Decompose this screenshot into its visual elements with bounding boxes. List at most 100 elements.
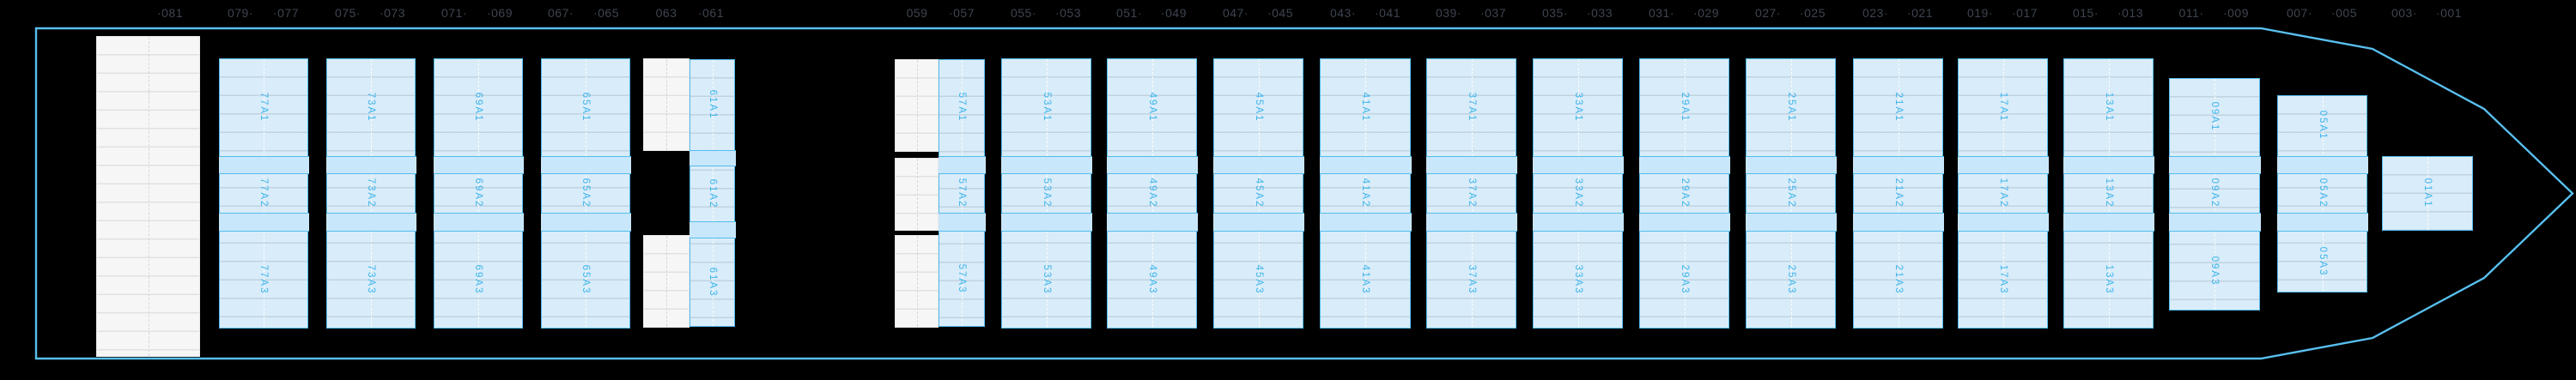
bay-33[interactable]: 33A1 33A2 33A3 <box>1532 58 1624 329</box>
bay-section-53A1[interactable]: 53A1 <box>1002 58 1091 156</box>
bay-section-49A2[interactable]: 49A2 <box>1108 174 1196 213</box>
bay-09-separator-band <box>2168 212 2261 232</box>
bay-section-77A1[interactable]: 77A1 <box>220 58 307 156</box>
bay-section-09A1[interactable]: 09A1 <box>2170 78 2259 156</box>
bay-section-69A3[interactable]: 69A3 <box>434 232 522 329</box>
empty-slot-segment-slot-059 <box>895 235 939 328</box>
bay-section-69A1[interactable]: 69A1 <box>434 58 522 156</box>
bay-section-09A3[interactable]: 09A3 <box>2170 232 2259 311</box>
superstructure-block <box>96 36 200 357</box>
bay-section-65A3[interactable]: 65A3 <box>542 232 629 329</box>
bay-05[interactable]: 05A1 05A2 05A3 <box>2276 95 2368 293</box>
bay-section-53A2[interactable]: 53A2 <box>1002 174 1091 213</box>
bay-01[interactable]: 01A1 <box>2382 156 2473 231</box>
ruler-label: 079· <box>227 6 254 20</box>
bay-25[interactable]: 25A1 25A2 25A3 <box>1745 58 1837 329</box>
bay-section-37A1[interactable]: 37A1 <box>1427 58 1516 156</box>
bay-section-73A3[interactable]: 73A3 <box>327 232 415 329</box>
bay-section-label-57A3: 57A3 <box>957 263 967 294</box>
bay-section-33A3[interactable]: 33A3 <box>1534 232 1622 329</box>
bay-29[interactable]: 29A1 29A2 29A3 <box>1638 58 1730 329</box>
bay-section-label-77A1: 77A1 <box>258 92 269 122</box>
bay-center-dash <box>1790 59 1792 328</box>
bay-section-17A1[interactable]: 17A1 <box>1959 58 2047 156</box>
bay-41[interactable]: 41A1 41A2 41A3 <box>1319 58 1412 329</box>
bay-section-01A1[interactable]: 01A1 <box>2383 156 2472 231</box>
bay-section-21A3[interactable]: 21A3 <box>1854 232 1942 329</box>
bay-21[interactable]: 21A1 21A2 21A3 <box>1852 58 1944 329</box>
bay-section-25A1[interactable]: 25A1 <box>1747 58 1835 156</box>
bay-45[interactable]: 45A1 45A2 45A3 <box>1212 58 1304 329</box>
bay-57[interactable]: 57A1 57A2 57A3 <box>938 59 986 327</box>
ruler-label: ·073 <box>379 6 406 20</box>
bay-section-33A1[interactable]: 33A1 <box>1534 58 1622 156</box>
bay-section-13A1[interactable]: 13A1 <box>2064 58 2153 156</box>
bay-section-25A2[interactable]: 25A2 <box>1747 174 1835 213</box>
bay-section-05A1[interactable]: 05A1 <box>2278 95 2366 156</box>
bay-section-41A1[interactable]: 41A1 <box>1321 58 1410 156</box>
bay-section-49A3[interactable]: 49A3 <box>1108 232 1196 329</box>
bay-section-77A2[interactable]: 77A2 <box>220 174 307 213</box>
bay-45-separator-band <box>1212 155 1304 174</box>
bay-section-29A3[interactable]: 29A3 <box>1640 232 1728 329</box>
bay-section-65A2[interactable]: 65A2 <box>542 174 629 213</box>
bay-section-21A1[interactable]: 21A1 <box>1854 58 1942 156</box>
bay-section-29A1[interactable]: 29A1 <box>1640 58 1728 156</box>
bay-05-separator-band <box>2276 212 2368 232</box>
bay-61[interactable]: 61A1 61A2 61A3 <box>689 59 736 327</box>
bay-69[interactable]: 69A1 69A2 69A3 <box>433 58 524 329</box>
bay-section-53A3[interactable]: 53A3 <box>1002 232 1091 329</box>
bay-section-13A2[interactable]: 13A2 <box>2064 174 2153 213</box>
bay-section-05A2[interactable]: 05A2 <box>2278 174 2366 213</box>
bay-73[interactable]: 73A1 73A2 73A3 <box>325 58 416 329</box>
ruler-label: ·005 <box>2330 6 2358 20</box>
ruler-label: 031· <box>1648 6 1675 20</box>
bay-section-73A2[interactable]: 73A2 <box>327 174 415 213</box>
bay-section-label-25A3: 25A3 <box>1785 264 1796 295</box>
bay-21-separator-band <box>1852 212 1944 232</box>
bay-section-61A1[interactable]: 61A1 <box>690 59 734 150</box>
bay-37[interactable]: 37A1 37A2 37A3 <box>1425 58 1517 329</box>
bay-section-57A1[interactable]: 57A1 <box>939 59 984 156</box>
ruler-label: 003· <box>2391 6 2418 20</box>
ruler-label: 067· <box>547 6 574 20</box>
bay-section-61A3[interactable]: 61A3 <box>690 238 734 327</box>
bay-section-label-21A2: 21A2 <box>1893 178 1904 208</box>
bay-section-41A3[interactable]: 41A3 <box>1321 232 1410 329</box>
bay-13[interactable]: 13A1 13A2 13A3 <box>2063 58 2154 329</box>
bay-section-57A2[interactable]: 57A2 <box>939 174 984 213</box>
bay-center-dash <box>478 59 479 328</box>
bay-section-45A1[interactable]: 45A1 <box>1214 58 1303 156</box>
bay-65[interactable]: 65A1 65A2 65A3 <box>540 58 631 329</box>
bay-section-17A2[interactable]: 17A2 <box>1959 174 2047 213</box>
bay-section-29A2[interactable]: 29A2 <box>1640 174 1728 213</box>
bay-section-65A1[interactable]: 65A1 <box>542 58 629 156</box>
bay-section-45A3[interactable]: 45A3 <box>1214 232 1303 329</box>
bay-57-separator-band <box>938 212 986 232</box>
bay-section-21A2[interactable]: 21A2 <box>1854 174 1942 213</box>
bay-section-73A1[interactable]: 73A1 <box>327 58 415 156</box>
bay-73-separator-band <box>325 155 416 174</box>
bay-section-45A2[interactable]: 45A2 <box>1214 174 1303 213</box>
bay-section-77A3[interactable]: 77A3 <box>220 232 307 329</box>
bay-section-57A3[interactable]: 57A3 <box>939 232 984 327</box>
bay-49[interactable]: 49A1 49A2 49A3 <box>1106 58 1198 329</box>
bay-section-37A2[interactable]: 37A2 <box>1427 174 1516 213</box>
bay-section-69A2[interactable]: 69A2 <box>434 174 522 213</box>
bay-section-17A3[interactable]: 17A3 <box>1959 232 2047 329</box>
bay-09[interactable]: 09A1 09A2 09A3 <box>2168 78 2261 311</box>
bay-section-37A3[interactable]: 37A3 <box>1427 232 1516 329</box>
bay-section-09A2[interactable]: 09A2 <box>2170 174 2259 213</box>
bay-section-33A2[interactable]: 33A2 <box>1534 174 1622 213</box>
bay-section-05A3[interactable]: 05A3 <box>2278 232 2366 293</box>
bay-section-25A3[interactable]: 25A3 <box>1747 232 1835 329</box>
bay-77[interactable]: 77A1 77A2 77A3 <box>218 58 309 329</box>
bay-section-label-57A1: 57A1 <box>957 92 967 123</box>
bay-section-41A2[interactable]: 41A2 <box>1321 174 1410 213</box>
bay-section-61A2[interactable]: 61A2 <box>690 166 734 221</box>
bay-53[interactable]: 53A1 53A2 53A3 <box>1000 58 1092 329</box>
bay-section-13A3[interactable]: 13A3 <box>2064 232 2153 329</box>
bay-section-49A1[interactable]: 49A1 <box>1108 58 1196 156</box>
bay-section-label-17A1: 17A1 <box>1997 92 2008 122</box>
bay-17[interactable]: 17A1 17A2 17A3 <box>1957 58 2049 329</box>
